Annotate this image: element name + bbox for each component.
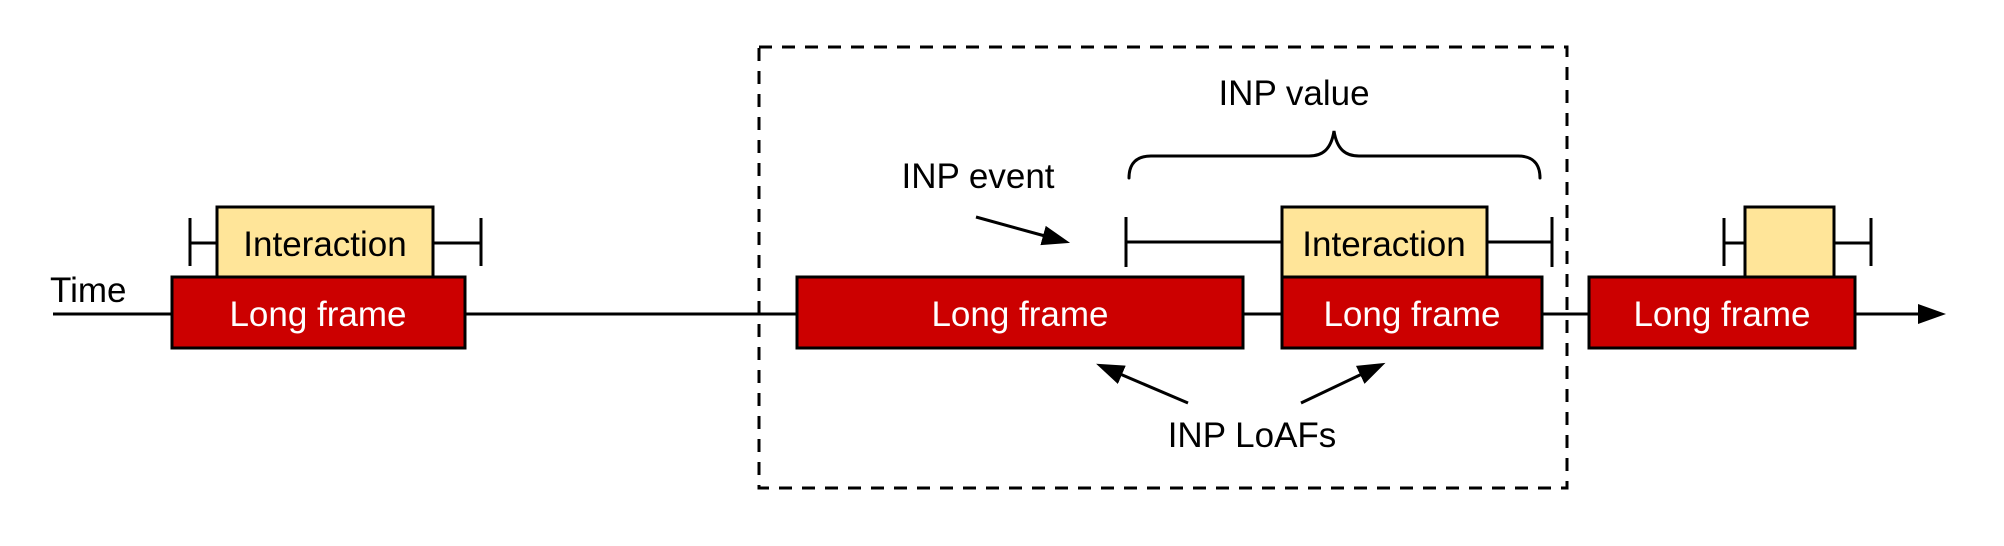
long-frame-4-label: Long frame bbox=[1633, 295, 1810, 334]
interaction-1: Interaction bbox=[188, 205, 483, 279]
interaction-2-box bbox=[1280, 205, 1489, 279]
long-frame-3: Long frame bbox=[1280, 275, 1544, 350]
inp-value-label: INP value bbox=[1218, 74, 1369, 113]
interaction-2-label: Interaction bbox=[1302, 225, 1465, 264]
interaction-3 bbox=[1722, 205, 1873, 279]
inp-loafs-arrow-left bbox=[1096, 363, 1189, 405]
interaction-1-label: Interaction bbox=[243, 225, 406, 264]
inp-selection-dashed-box bbox=[757, 45, 1569, 490]
inp-value-brace bbox=[1127, 130, 1542, 180]
long-frame-4: Long frame bbox=[1587, 275, 1857, 350]
long-frame-2-box bbox=[795, 275, 1245, 350]
time-label: Time bbox=[50, 271, 126, 310]
inp-event-label: INP event bbox=[901, 157, 1054, 196]
inp-loafs-annotation: INP LoAFs bbox=[1096, 362, 1386, 455]
interaction-1-box bbox=[215, 205, 435, 279]
long-frame-4-box bbox=[1587, 275, 1857, 350]
inp-loafs-arrow-right bbox=[1300, 362, 1386, 405]
long-frame-3-label: Long frame bbox=[1323, 295, 1500, 334]
inp-event-arrow bbox=[975, 215, 1071, 246]
long-frame-1: Long frame bbox=[170, 275, 467, 350]
interaction-2: Interaction bbox=[1124, 205, 1554, 279]
interaction-3-box bbox=[1743, 205, 1836, 279]
long-frame-2: Long frame bbox=[795, 275, 1245, 350]
long-frame-1-label: Long frame bbox=[229, 295, 406, 334]
inp-event-annotation: INP event bbox=[901, 157, 1071, 246]
long-frame-2-label: Long frame bbox=[931, 295, 1108, 334]
long-frame-1-box bbox=[170, 275, 467, 350]
long-frame-3-box bbox=[1280, 275, 1544, 350]
inp-loafs-label: INP LoAFs bbox=[1168, 416, 1337, 455]
inp-value-annotation: INP value bbox=[1127, 74, 1542, 180]
